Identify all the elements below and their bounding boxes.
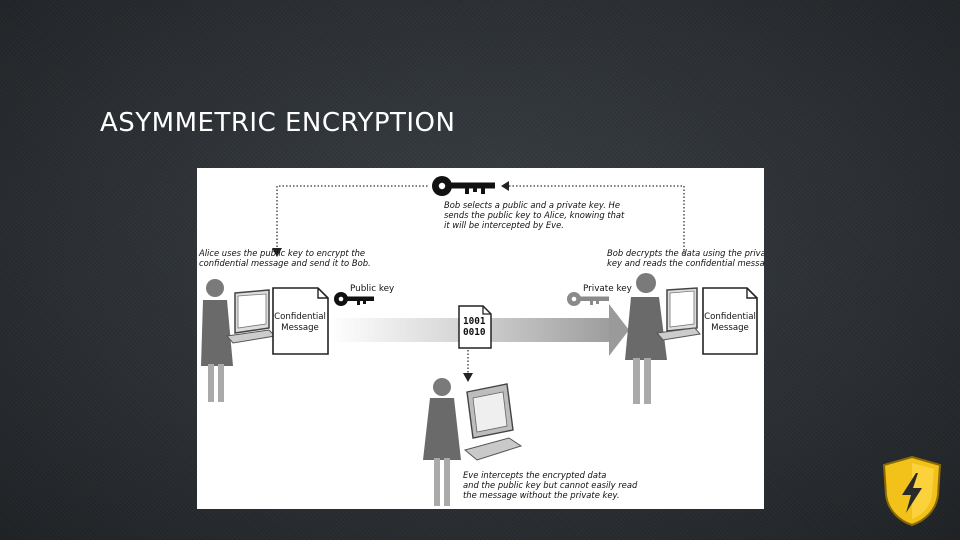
diagram-graphics (201, 176, 758, 506)
bob-document-text: Confidential Message (704, 312, 756, 333)
arrow-down-eve (463, 373, 473, 382)
asymmetric-encryption-diagram: Bob selects a public and a private key. … (197, 168, 764, 509)
bob-key-caption: Bob selects a public and a private key. … (444, 200, 625, 231)
encrypted-document-icon (458, 305, 492, 349)
bob-key-icon (432, 176, 495, 196)
arrow-left-top (501, 181, 509, 191)
eve-caption: Eve intercepts the encrypted data and th… (463, 470, 638, 501)
arrow-down-left (272, 248, 282, 257)
alice-computer (226, 289, 277, 344)
alice-caption: Alice uses the public key to encrypt the… (199, 248, 371, 269)
private-key-label: Private key (583, 284, 632, 294)
alice-document-icon (272, 287, 329, 355)
private-key-icon (567, 292, 609, 306)
public-key-label: Public key (350, 284, 395, 294)
bob-decrypt-caption: Bob decrypts the data using the private … (607, 248, 764, 269)
slide-title: ASYMMETRIC ENCRYPTION (100, 108, 456, 138)
alice-figure (201, 279, 233, 402)
encrypted-data-text: 1001 0010 (463, 316, 486, 338)
alice-document-text: Confidential Message (274, 312, 326, 333)
eve-figure (423, 378, 461, 506)
bob-computer (656, 287, 701, 341)
bob-figure (625, 273, 667, 404)
public-key-icon (334, 292, 374, 306)
bob-document-icon (702, 287, 758, 355)
eve-computer (463, 383, 523, 461)
lightning-shield-icon (882, 455, 942, 527)
